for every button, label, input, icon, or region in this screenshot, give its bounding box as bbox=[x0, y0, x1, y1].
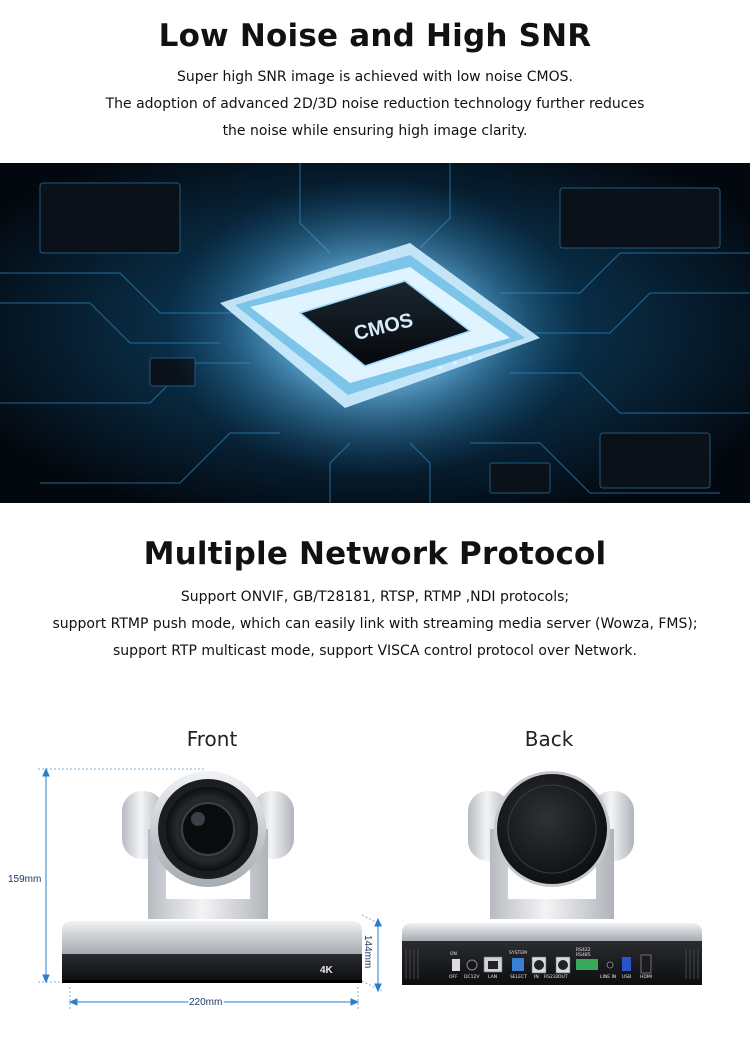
out-label: OUT bbox=[558, 974, 568, 980]
power-switch bbox=[452, 959, 460, 971]
line-in-jack bbox=[606, 961, 614, 969]
rs422-label: RS422 bbox=[576, 947, 591, 953]
usb-port bbox=[622, 957, 631, 971]
dimension-lines bbox=[38, 767, 383, 1011]
lan-label: LAN bbox=[488, 974, 497, 980]
select-label: SELECT bbox=[510, 974, 527, 980]
height-dimension: 159mm bbox=[8, 874, 41, 885]
hdmi-port bbox=[640, 954, 652, 974]
dc-jack bbox=[466, 959, 478, 971]
rs485-label: RS485 bbox=[576, 952, 591, 958]
width-dimension: 220mm bbox=[189, 997, 222, 1008]
section1-line-1: Super high SNR image is achieved with lo… bbox=[177, 69, 573, 85]
line-in-label: LINE IN bbox=[600, 974, 616, 980]
section2-line-1: Support ONVIF, GB/T28181, RTSP, RTMP ,ND… bbox=[180, 589, 570, 605]
cmos-chip-graphic: CMOS bbox=[0, 163, 750, 503]
usb-label: USB bbox=[622, 974, 631, 980]
power-label: DC12V bbox=[464, 974, 480, 980]
section1-line-2: The adoption of advanced 2D/3D noise red… bbox=[105, 96, 645, 112]
front-camera: 4K bbox=[62, 771, 362, 983]
section1-description: Super high SNR image is achieved with lo… bbox=[0, 64, 750, 145]
depth-dimension: 144mm bbox=[362, 935, 373, 968]
section2-line-2: support RTMP push mode, which can easily… bbox=[52, 616, 698, 632]
switch-on-label: ON bbox=[450, 951, 457, 957]
rs232-label: RS232 bbox=[544, 974, 559, 980]
rs422-terminal bbox=[576, 959, 598, 970]
4k-badge: 4K bbox=[320, 965, 334, 976]
section2-line-3: support RTP multicast mode, support VISC… bbox=[113, 643, 637, 659]
section2-description: Support ONVIF, GB/T28181, RTSP, RTMP ,ND… bbox=[0, 584, 750, 665]
system-label: SYSTEM bbox=[509, 950, 527, 956]
section1-line-3: the noise while ensuring high image clar… bbox=[222, 123, 528, 139]
hdmi-label: HDMI bbox=[640, 974, 652, 980]
back-camera: ON OFF DC12V LAN SYSTEM SELECT IN RS232 … bbox=[402, 771, 702, 985]
section1-title: Low Noise and High SNR bbox=[158, 18, 592, 54]
front-view-label: Front bbox=[186, 727, 238, 751]
in-label: IN bbox=[534, 974, 539, 980]
switch-off-label: OFF bbox=[449, 974, 458, 980]
cmos-chip-image: CMOS bbox=[0, 163, 750, 503]
section2-title: Multiple Network Protocol bbox=[143, 536, 607, 572]
back-view-label: Back bbox=[524, 727, 574, 751]
select-dial bbox=[512, 958, 524, 971]
camera-views: 4K 159mm 220mm 144mm bbox=[8, 767, 702, 1011]
